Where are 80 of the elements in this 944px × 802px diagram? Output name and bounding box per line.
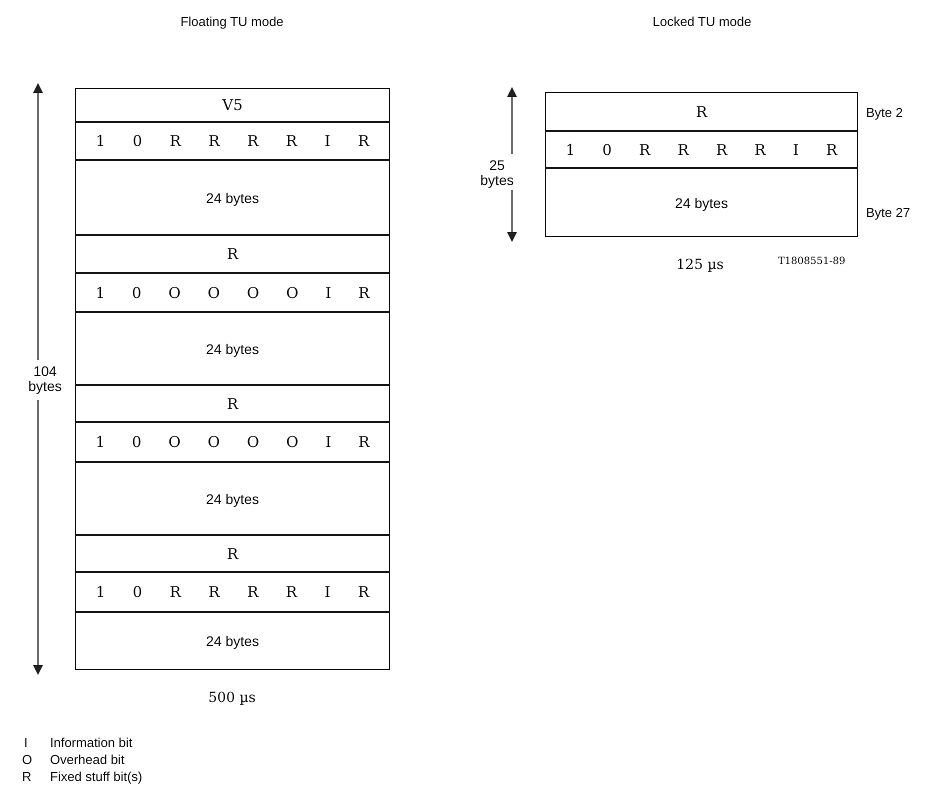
byte-label: R — [226, 544, 238, 562]
bit-label: I — [324, 132, 330, 150]
byte-row — [75, 312, 390, 385]
bit-label: O — [286, 433, 298, 451]
bit-row — [75, 273, 390, 312]
bit-label: R — [208, 583, 220, 601]
legend-text: Fixed stuff bit(s) — [50, 769, 142, 784]
time-label: 125 µs — [676, 257, 724, 273]
legend-text: Information bit — [50, 735, 132, 750]
bit-label: R — [247, 583, 258, 601]
bit-label: R — [247, 132, 258, 150]
byte-count: 24 bytes — [206, 490, 259, 506]
byte-count: 24 bytes — [206, 633, 259, 649]
figure-number: T1808551-89 — [778, 256, 846, 267]
panel-heading: Floating TU mode — [180, 14, 284, 29]
bit-label: O — [168, 433, 181, 451]
bit-label: O — [246, 284, 260, 302]
bit-label: I — [324, 583, 330, 601]
bit-label: I — [325, 433, 332, 451]
bit-label: O — [168, 284, 181, 302]
byte-count: 24 bytes — [675, 194, 728, 210]
bit-label: 1 — [566, 140, 576, 158]
bit-label: R — [208, 132, 220, 150]
bit-row — [75, 572, 390, 612]
byte-number: Byte 27 — [866, 205, 910, 220]
bit-label: R — [358, 583, 370, 601]
bit-label: R — [826, 140, 838, 158]
legend-symbol: I — [24, 735, 28, 750]
byte-count: 24 bytes — [206, 340, 259, 356]
bit-label: I — [792, 140, 799, 158]
panel-heading: Locked TU mode — [652, 14, 752, 29]
bit-label: I — [325, 284, 332, 302]
byte-row — [545, 92, 858, 131]
bit-row — [75, 422, 390, 462]
bit-label: 1 — [95, 284, 105, 302]
bit-label: R — [358, 433, 370, 451]
bit-row — [75, 122, 390, 160]
time-label: 500 µs — [208, 690, 256, 706]
bit-label: 0 — [132, 284, 142, 302]
dimension-label: 104 bytes — [27, 364, 63, 394]
byte-label: R — [696, 102, 708, 120]
bit-label: 0 — [132, 583, 142, 601]
bit-label: O — [246, 433, 260, 451]
bit-label: R — [754, 140, 766, 158]
bit-label: R — [716, 140, 728, 158]
byte-label: R — [226, 394, 238, 412]
bit-label: R — [358, 132, 370, 150]
bit-label: R — [677, 140, 689, 158]
byte-row — [75, 235, 390, 273]
bit-row — [545, 131, 858, 168]
legend-symbol: O — [22, 752, 32, 767]
bit-label: R — [358, 284, 370, 302]
bit-label: R — [170, 132, 181, 150]
bit-label: 1 — [96, 132, 106, 150]
byte-count: 24 bytes — [206, 190, 259, 206]
byte-row — [545, 168, 858, 237]
byte-label: V5 — [222, 96, 243, 114]
legend-symbol: R — [22, 769, 32, 784]
bit-label: R — [639, 140, 650, 158]
bit-label: R — [170, 583, 181, 601]
byte-row — [75, 88, 390, 122]
bit-label: O — [208, 284, 220, 302]
bit-label: 1 — [96, 583, 106, 601]
bit-label: R — [286, 583, 298, 601]
bit-label: 0 — [132, 132, 142, 150]
bit-label: 0 — [132, 433, 142, 451]
byte-number: Byte 2 — [866, 105, 903, 120]
bit-label: 0 — [602, 140, 612, 158]
bit-label: O — [286, 284, 298, 302]
bit-label: 1 — [95, 433, 105, 451]
bit-label: R — [286, 132, 298, 150]
byte-row — [75, 160, 390, 235]
byte-row — [75, 535, 390, 572]
byte-row — [75, 385, 390, 422]
bit-label: O — [208, 433, 220, 451]
legend-text: Overhead bit — [50, 752, 124, 767]
byte-label: R — [226, 245, 238, 263]
dimension-label: 25 bytes — [479, 158, 515, 188]
byte-row — [75, 462, 390, 535]
byte-row — [75, 612, 390, 670]
